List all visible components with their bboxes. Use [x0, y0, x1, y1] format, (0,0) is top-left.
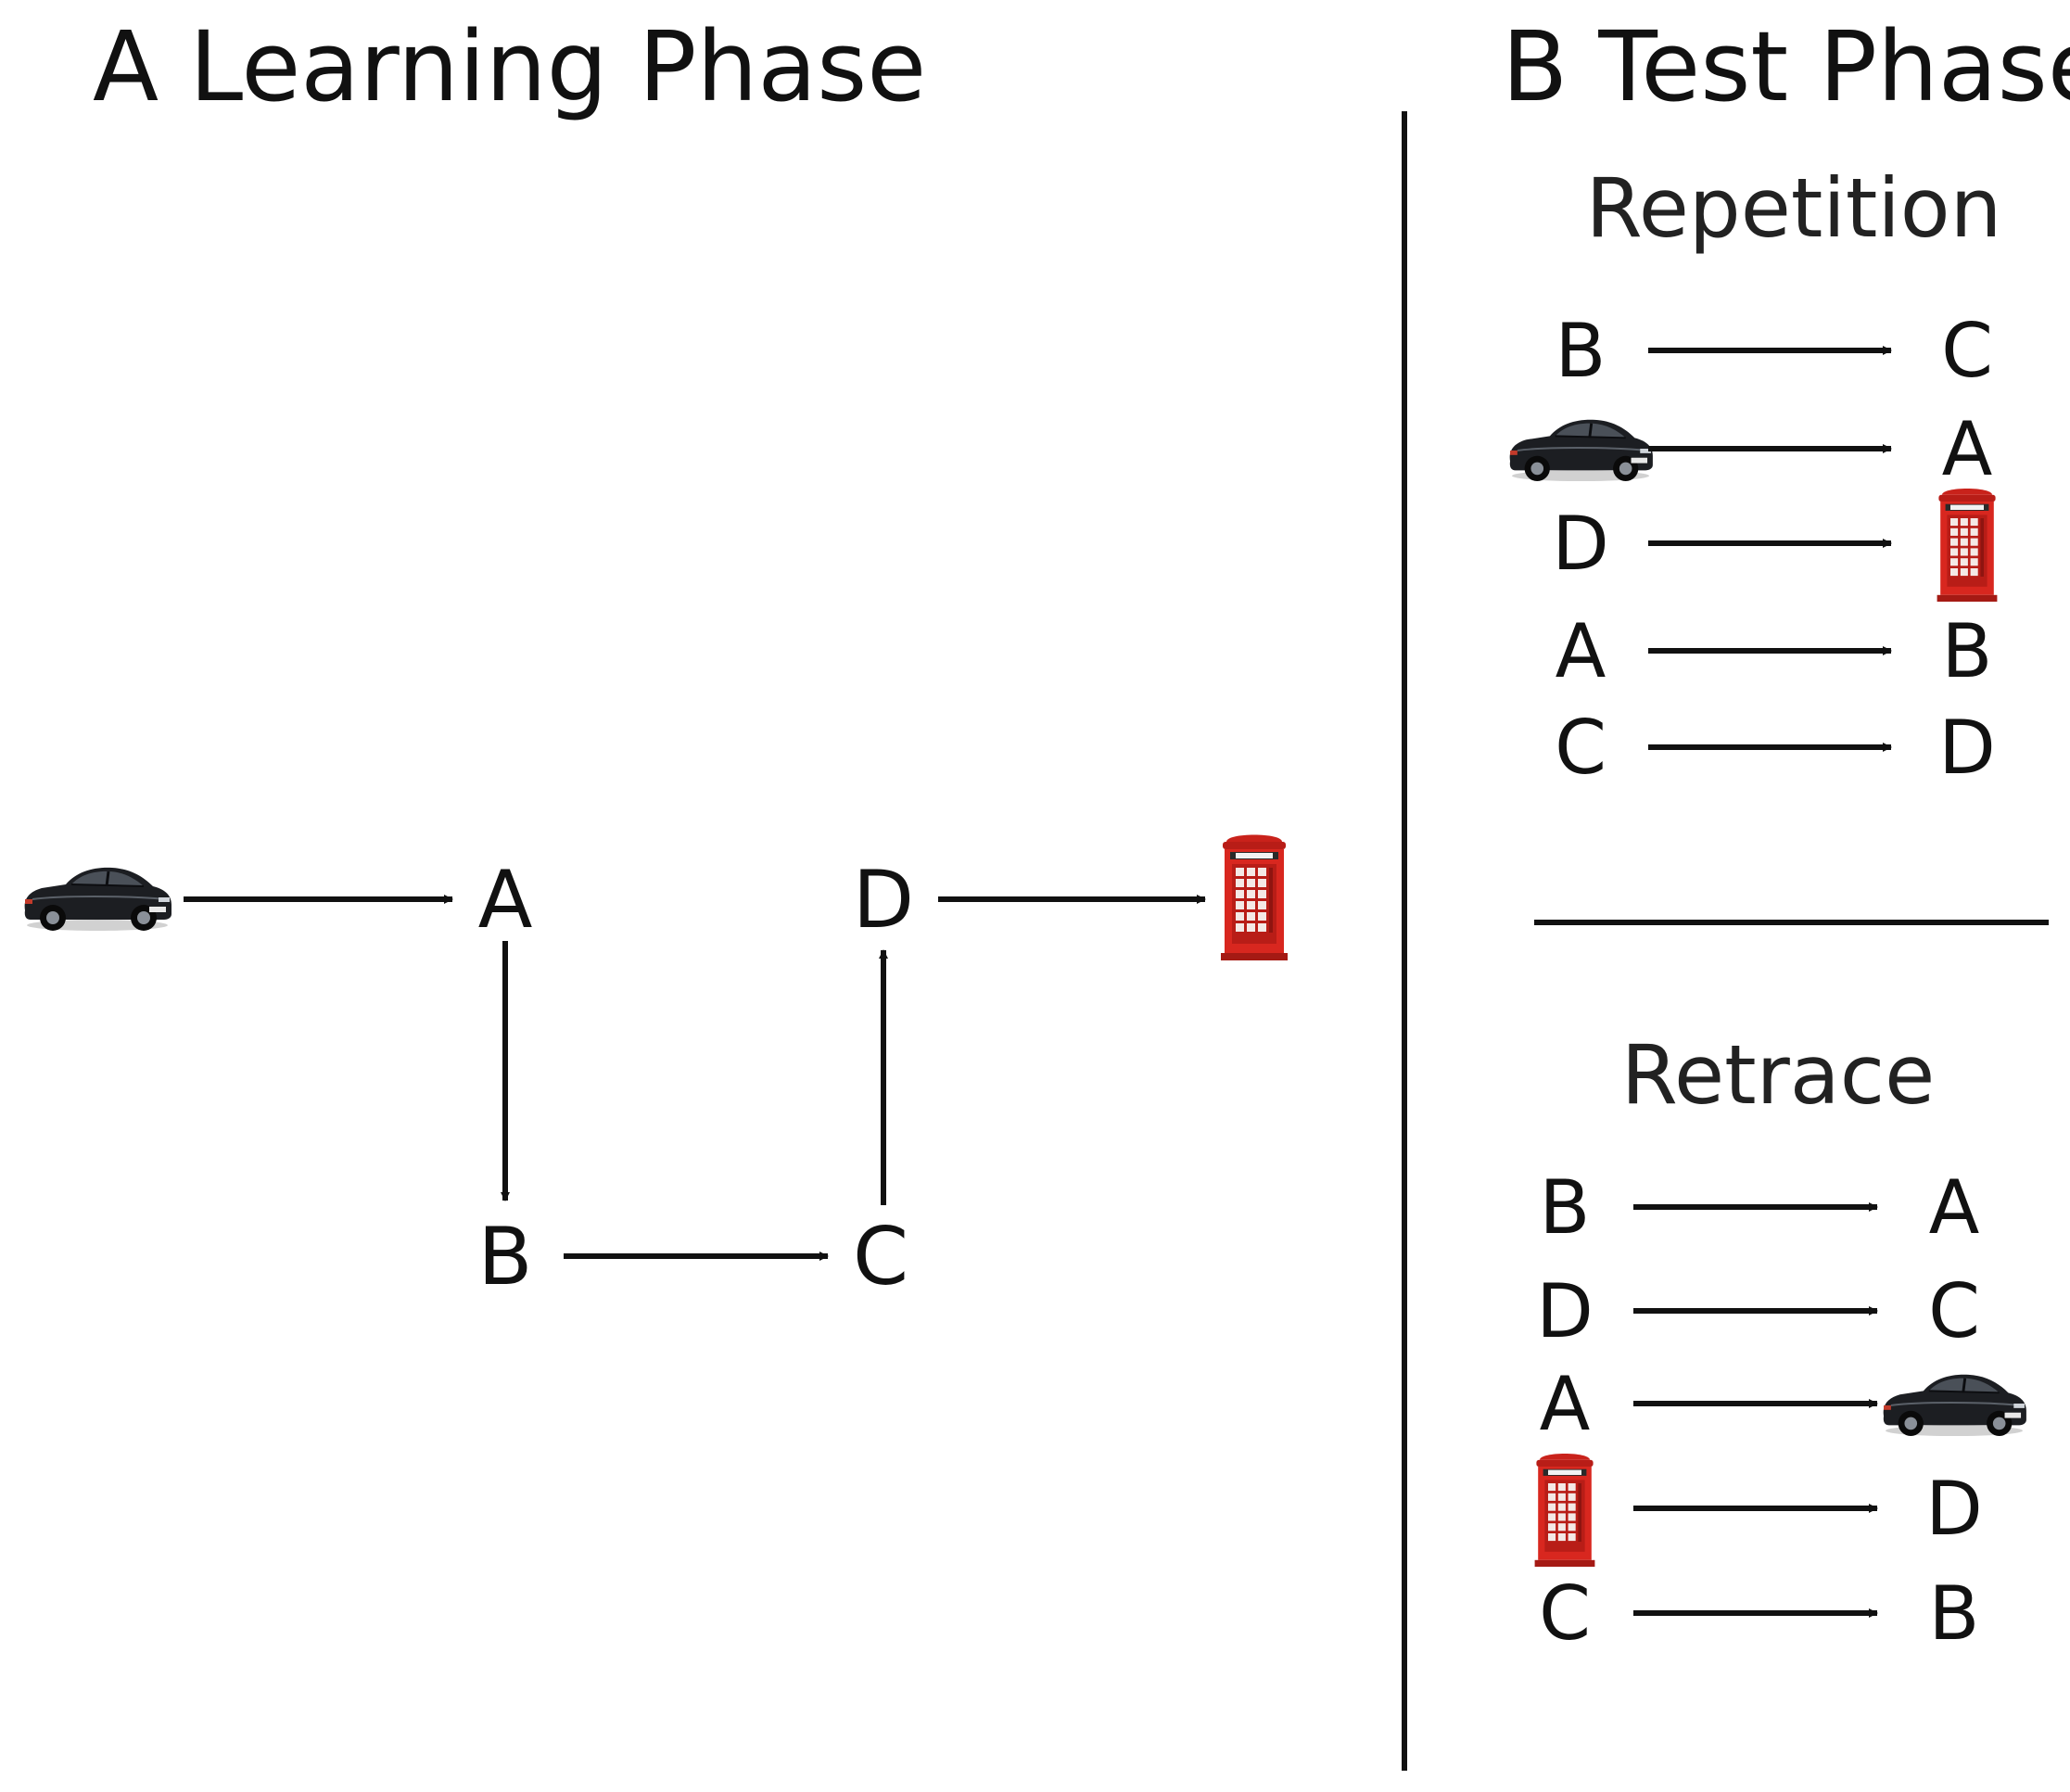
- target-label: B: [1942, 608, 1993, 694]
- cue-label: A: [1556, 608, 1606, 694]
- phone-booth-icon: [1937, 489, 1998, 602]
- panel-b-title: B Test Phase: [1502, 10, 2070, 123]
- target-label: A: [1929, 1164, 1980, 1251]
- car-icon: [23, 866, 173, 933]
- node-c: C: [853, 1211, 908, 1303]
- node-a: A: [478, 854, 533, 947]
- target-label: B: [1929, 1570, 1980, 1657]
- repetition-title: Repetition: [1586, 160, 2002, 256]
- repetition-row: A: [1508, 406, 1993, 492]
- node-d: D: [853, 854, 914, 947]
- cue-label: B: [1556, 308, 1606, 394]
- retrace-row: D: [1534, 1454, 1983, 1567]
- node-b: B: [478, 1211, 533, 1303]
- phone-booth-icon: [1534, 1454, 1595, 1567]
- repetition-row: D: [1552, 489, 1998, 602]
- target-label: C: [1941, 308, 1993, 394]
- learning-phase-diagram: A B C D: [23, 834, 1288, 1303]
- panel-a-title: A Learning Phase: [93, 10, 926, 123]
- cue-label: B: [1540, 1164, 1591, 1251]
- retrace-title: Retrace: [1621, 1027, 1935, 1123]
- car-icon: [1508, 418, 1655, 483]
- target-label: C: [1928, 1268, 1980, 1354]
- cue-label: C: [1555, 705, 1606, 791]
- car-icon: [1882, 1373, 2028, 1438]
- cue-label: C: [1539, 1570, 1591, 1657]
- target-label: D: [1925, 1466, 1983, 1552]
- cue-label: D: [1552, 501, 1609, 587]
- cue-label: D: [1536, 1268, 1594, 1354]
- target-label: D: [1938, 705, 1996, 791]
- phone-booth-icon: [1221, 834, 1288, 960]
- retrace-row: A: [1540, 1361, 2028, 1447]
- cue-label: A: [1540, 1361, 1591, 1447]
- target-label: A: [1942, 406, 1993, 492]
